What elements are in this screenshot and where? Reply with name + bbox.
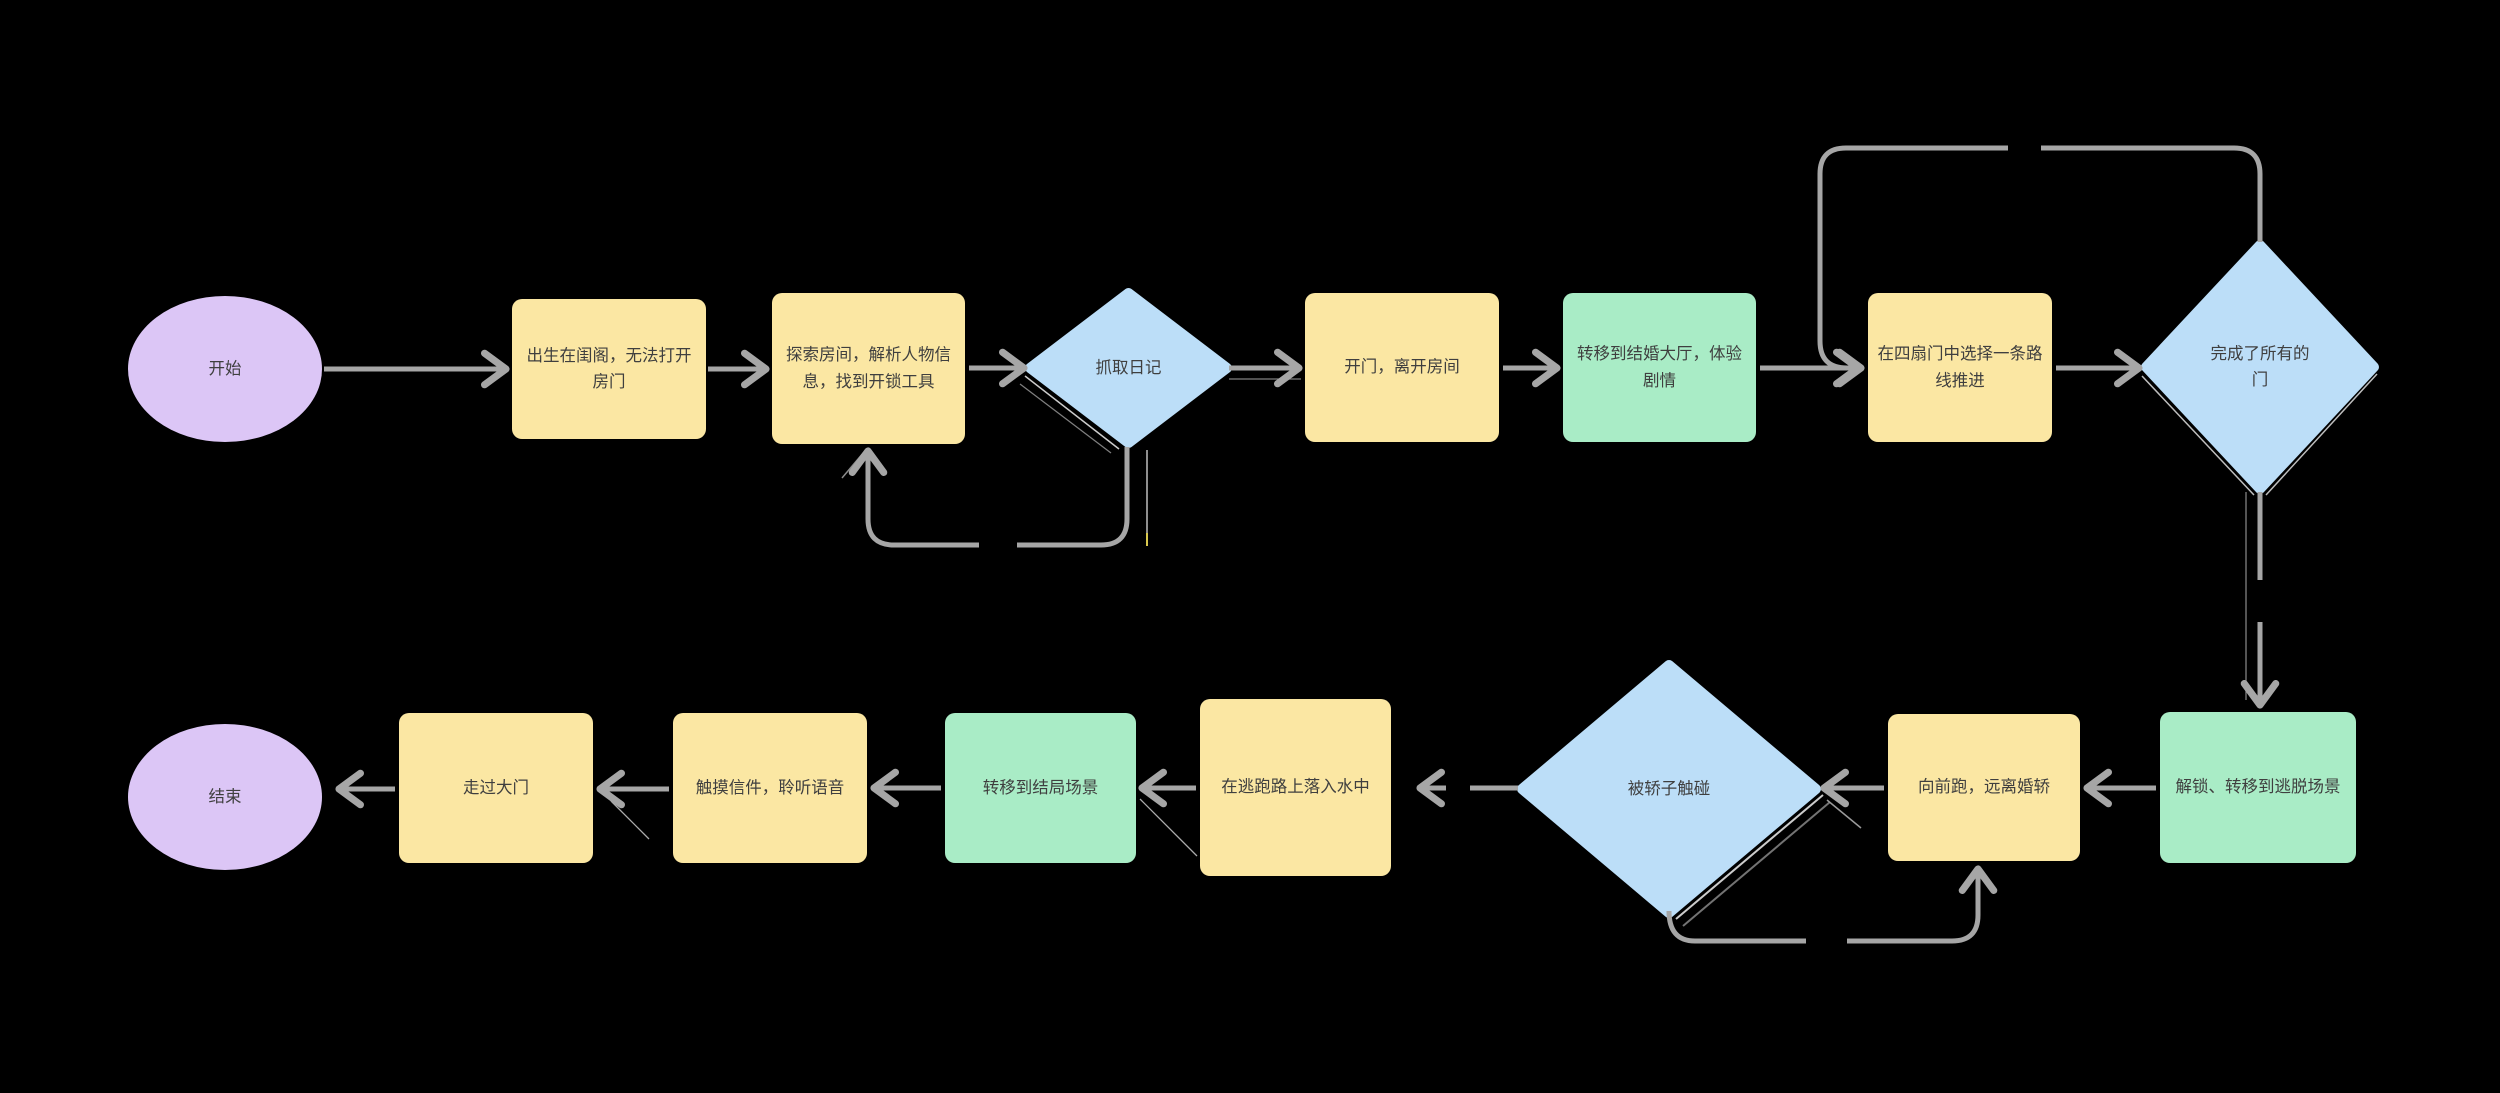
node-shape-diary[interactable] bbox=[1025, 288, 1232, 448]
node-label-doors: 在四扇门中选择一条路线推进 bbox=[1877, 345, 2043, 390]
node-explore[interactable]: 探索房间，解析人物信息，找到开锁工具 bbox=[772, 293, 965, 444]
node-label-run: 向前跑，远离婚轿 bbox=[1918, 778, 2050, 797]
echo-line-diary-left bbox=[1024, 375, 1120, 450]
node-sedan[interactable]: 被轿子触碰 bbox=[1522, 665, 1816, 913]
echo-line-diary-left-2 bbox=[1019, 383, 1112, 454]
node-label-leave: 开门，离开房间 bbox=[1344, 358, 1460, 377]
node-label-start: 开始 bbox=[208, 359, 242, 378]
edge-alldoors-doors-loop[interactable] bbox=[1820, 145, 2263, 368]
node-label-water: 在逃跑路上落入水中 bbox=[1221, 778, 1370, 797]
echo-line-alldoors-right bbox=[2265, 373, 2378, 496]
node-label-gate: 走过大门 bbox=[463, 778, 529, 797]
node-shape-sedan[interactable] bbox=[1517, 660, 1821, 918]
diamond-group bbox=[1025, 240, 2379, 918]
node-doors[interactable]: 在四扇门中选择一条路线推进 bbox=[1868, 293, 2052, 442]
node-ending[interactable]: 转移到结局场景 bbox=[945, 713, 1136, 863]
node-shape-alldoors[interactable] bbox=[2141, 240, 2379, 494]
node-label-diary: 抓取日记 bbox=[1095, 358, 1162, 377]
edge-group bbox=[324, 145, 2263, 941]
node-gate[interactable]: 走过大门 bbox=[399, 713, 593, 863]
echo-band-sedan-2 bbox=[1682, 801, 1831, 927]
node-end[interactable]: 结束 bbox=[128, 724, 322, 870]
node-born[interactable]: 出生在闺阁，无法打开房门 bbox=[512, 299, 706, 439]
echo-band-sedan-1 bbox=[1675, 794, 1824, 920]
node-unlock[interactable]: 解锁、转移到逃脱场景 bbox=[2160, 712, 2356, 863]
node-label-explore: 探索房间，解析人物信息，找到开锁工具 bbox=[786, 346, 951, 391]
node-run[interactable]: 向前跑，远离婚轿 bbox=[1888, 714, 2080, 861]
node-leave[interactable]: 开门，离开房间 bbox=[1305, 293, 1499, 442]
node-label-end: 结束 bbox=[208, 787, 242, 806]
node-label-wedding: 转移到结婚大厅，体验剧情 bbox=[1577, 345, 1742, 390]
node-label-sedan: 被轿子触碰 bbox=[1627, 779, 1711, 798]
node-label-letter: 触摸信件，聆听语音 bbox=[695, 778, 845, 797]
node-alldoors[interactable]: 完成了所有的门 bbox=[2146, 245, 2374, 489]
node-diary[interactable]: 抓取日记 bbox=[1030, 293, 1227, 443]
node-label-alldoors: 完成了所有的门 bbox=[2210, 344, 2310, 389]
node-label-born: 出生在闺阁，无法打开房门 bbox=[526, 346, 692, 391]
edge-diary-explore-loop[interactable] bbox=[868, 447, 1130, 545]
echo-line-alldoors-left bbox=[2141, 375, 2255, 496]
node-wedding[interactable]: 转移到结婚大厅，体验剧情 bbox=[1563, 293, 1756, 442]
node-label-unlock: 解锁、转移到逃脱场景 bbox=[2175, 778, 2341, 797]
edge-sedan-run-loop[interactable] bbox=[1666, 869, 1978, 941]
node-water[interactable]: 在逃跑路上落入水中 bbox=[1200, 699, 1391, 876]
node-start[interactable]: 开始 bbox=[128, 296, 322, 442]
node-letter[interactable]: 触摸信件，聆听语音 bbox=[673, 713, 867, 863]
node-label-ending: 转移到结局场景 bbox=[982, 778, 1099, 797]
stray-line-water bbox=[1139, 798, 1198, 857]
